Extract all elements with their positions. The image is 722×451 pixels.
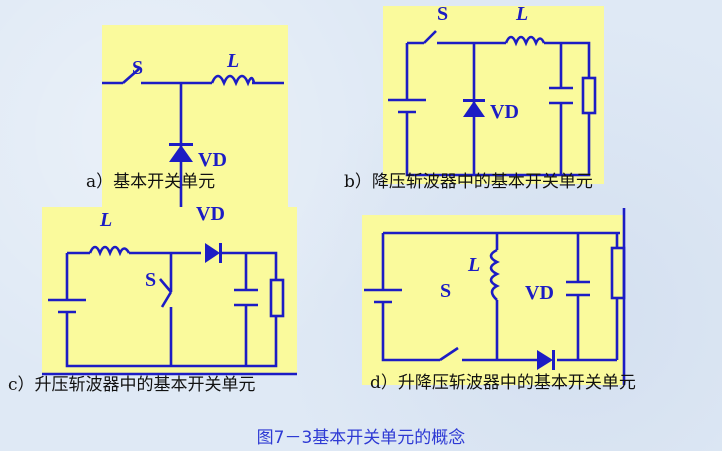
- caption-d: d）升降压斩波器中的基本开关单元: [370, 373, 636, 393]
- inductor-label: L: [515, 3, 528, 25]
- panel-a-basic-switch-cell: S L VD: [102, 25, 288, 208]
- panel-b-buck-chopper: S L VD: [383, 3, 604, 184]
- switch-label: S: [437, 3, 448, 25]
- inductor-label: L: [99, 209, 112, 231]
- inductor-label: L: [226, 50, 239, 72]
- inductor-icon: [88, 245, 131, 257]
- figure-title: 图7－3基本开关单元的概念: [256, 428, 466, 448]
- battery-icon: [48, 298, 86, 314]
- resistor-icon: [610, 246, 626, 300]
- diode-label: VD: [490, 101, 519, 123]
- battery-icon: [388, 98, 426, 114]
- switch-icon: [160, 291, 173, 308]
- diode-icon: [205, 243, 222, 263]
- diode-label: VD: [525, 282, 554, 304]
- capacitor-icon: [234, 288, 258, 307]
- capacitor-icon: [549, 86, 573, 105]
- capacitor-icon: [566, 280, 590, 297]
- switch-label: S: [145, 269, 156, 291]
- inductor-label: L: [467, 254, 480, 276]
- caption-b: b）降压斩波器中的基本开关单元: [344, 172, 593, 192]
- diode-label: VD: [196, 203, 225, 225]
- panel-d-buck-boost-chopper: S L VD: [362, 208, 626, 385]
- switch-label: S: [132, 57, 143, 79]
- battery-icon: [364, 288, 402, 304]
- switch-label: S: [440, 280, 451, 302]
- caption-a: a）基本开关单元: [86, 172, 216, 192]
- resistor-icon: [269, 278, 285, 318]
- inductor-icon: [210, 74, 256, 87]
- diode-icon: [537, 350, 555, 370]
- resistor-icon: [581, 76, 597, 115]
- inductor-icon: [489, 248, 500, 301]
- caption-c: c）升压斩波器中的基本开关单元: [8, 375, 256, 395]
- diode-icon: [169, 143, 193, 162]
- diode-icon: [463, 99, 485, 117]
- inductor-icon: [504, 35, 546, 47]
- diode-label: VD: [198, 149, 227, 171]
- panel-c-boost-chopper: S L VD: [42, 203, 297, 376]
